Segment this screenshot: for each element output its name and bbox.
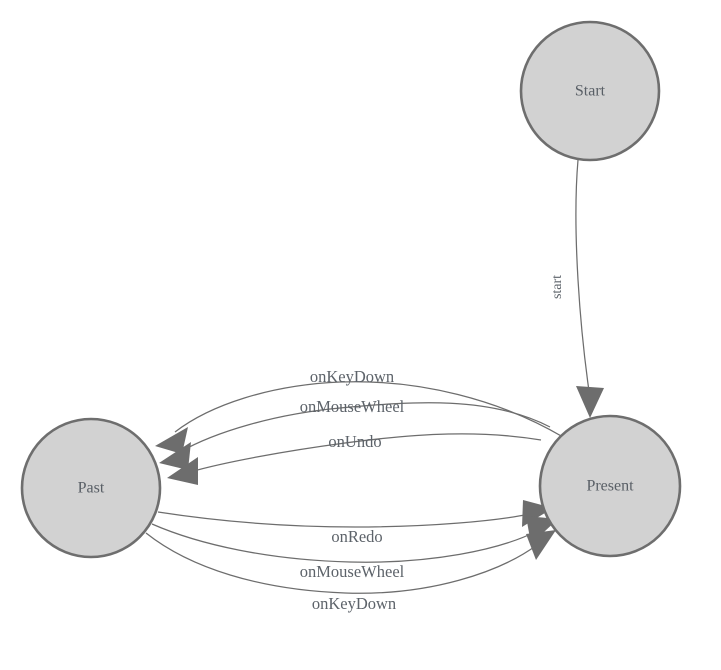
edge-past-to-present-1-path — [157, 511, 531, 528]
edge-present-to-past-1[interactable] — [155, 381, 564, 454]
edge-past-to-present-1[interactable] — [157, 500, 553, 528]
arrowhead-present-to-past-2 — [159, 442, 191, 470]
node-start-circle — [519, 20, 661, 162]
edge-label-present-to-past-1: onKeyDown — [310, 367, 394, 386]
edge-start-to-present-path — [575, 159, 591, 399]
node-start-label: Start — [575, 83, 606, 100]
edge-present-to-past-3[interactable] — [167, 433, 542, 485]
node-present[interactable]: Present — [538, 414, 682, 558]
edge-present-to-past-1-path — [174, 381, 564, 438]
edge-past-to-present-3[interactable] — [145, 530, 556, 594]
arrowhead-present-to-past-1 — [155, 427, 188, 454]
edge-present-to-past-2[interactable] — [159, 402, 551, 470]
node-past-circle — [20, 417, 162, 559]
edge-label-present-to-past-3: onUndo — [328, 432, 381, 451]
edge-past-to-present-3-path — [145, 532, 538, 594]
arrowhead-past-to-present-3 — [526, 530, 556, 560]
edge-label-past-to-present-1: onRedo — [331, 527, 382, 546]
node-present-circle — [538, 414, 682, 558]
node-past-label: Past — [78, 480, 105, 497]
node-start[interactable]: Start — [519, 20, 661, 162]
edge-label-past-to-present-2: onMouseWheel — [300, 562, 405, 581]
edge-past-to-present-2-path — [151, 523, 538, 563]
edge-label-start: start — [550, 275, 565, 299]
node-present-label: Present — [586, 478, 634, 495]
edge-label-past-to-present-3: onKeyDown — [312, 594, 396, 613]
arrowhead-present-to-past-3 — [167, 457, 198, 485]
edge-present-to-past-3-path — [189, 433, 542, 473]
edge-label-present-to-past-2: onMouseWheel — [300, 397, 405, 416]
arrowhead-start-to-present — [576, 386, 604, 418]
edge-present-to-past-2-path — [179, 402, 551, 453]
node-past[interactable]: Past — [20, 417, 162, 559]
edge-start-to-present[interactable]: start — [550, 159, 604, 418]
